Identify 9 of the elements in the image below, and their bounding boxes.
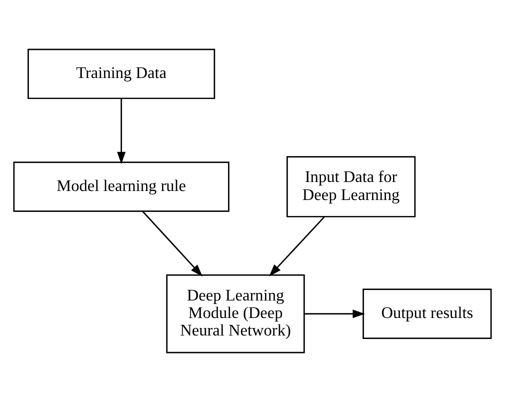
arrow	[304, 310, 365, 318]
arrow	[142, 211, 203, 277]
node-box: Training Data	[28, 48, 216, 100]
arrow	[269, 216, 325, 276]
node-box: Model learning rule	[13, 162, 230, 212]
node-box: Deep Learning Module (Deep Neural Network)	[166, 274, 305, 354]
node-box: Input Data for Deep Learning	[286, 156, 416, 218]
arrow	[117, 98, 126, 164]
node-box: Output results	[362, 288, 492, 339]
